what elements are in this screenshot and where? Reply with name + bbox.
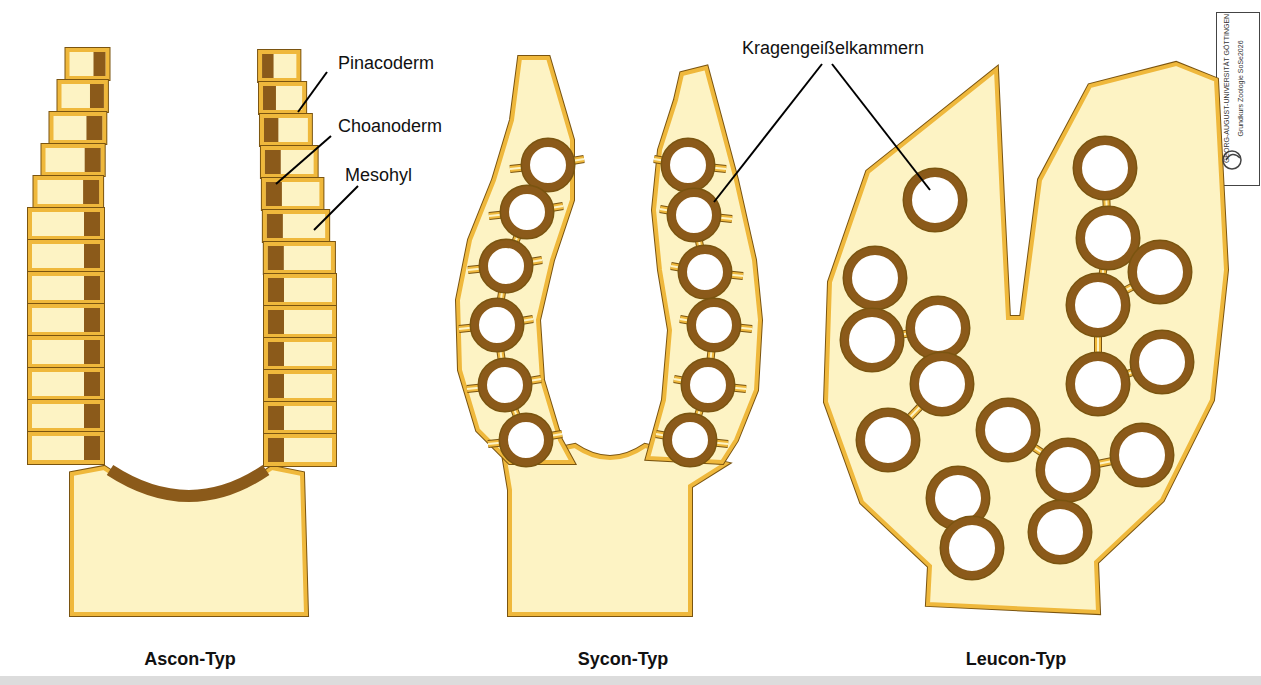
part-label: Choanoderm	[338, 116, 442, 137]
ascon-sponge	[30, 50, 334, 614]
leader-lines	[276, 64, 930, 230]
ascon-wall-cells	[30, 50, 334, 464]
type-label: Ascon-Typ	[144, 649, 236, 670]
part-label: Kragengeißelkammern	[742, 38, 924, 59]
type-label: Leucon-Typ	[966, 649, 1067, 670]
watermark-text: Grundkurs Zoologie SoSe2026	[1237, 40, 1244, 136]
sycon-sponge	[458, 58, 760, 614]
part-label: Mesohyl	[345, 165, 412, 186]
sycon-chambers	[459, 143, 752, 462]
watermark-text: GEORG-AUGUST-UNIVERSITÄT GÖTTINGEN	[1224, 13, 1231, 162]
leucon-sponge	[826, 64, 1226, 612]
part-label: Pinacoderm	[338, 53, 434, 74]
type-label: Sycon-Typ	[578, 649, 669, 670]
footer-bar	[0, 676, 1261, 685]
leucon-chambers	[845, 141, 1189, 575]
